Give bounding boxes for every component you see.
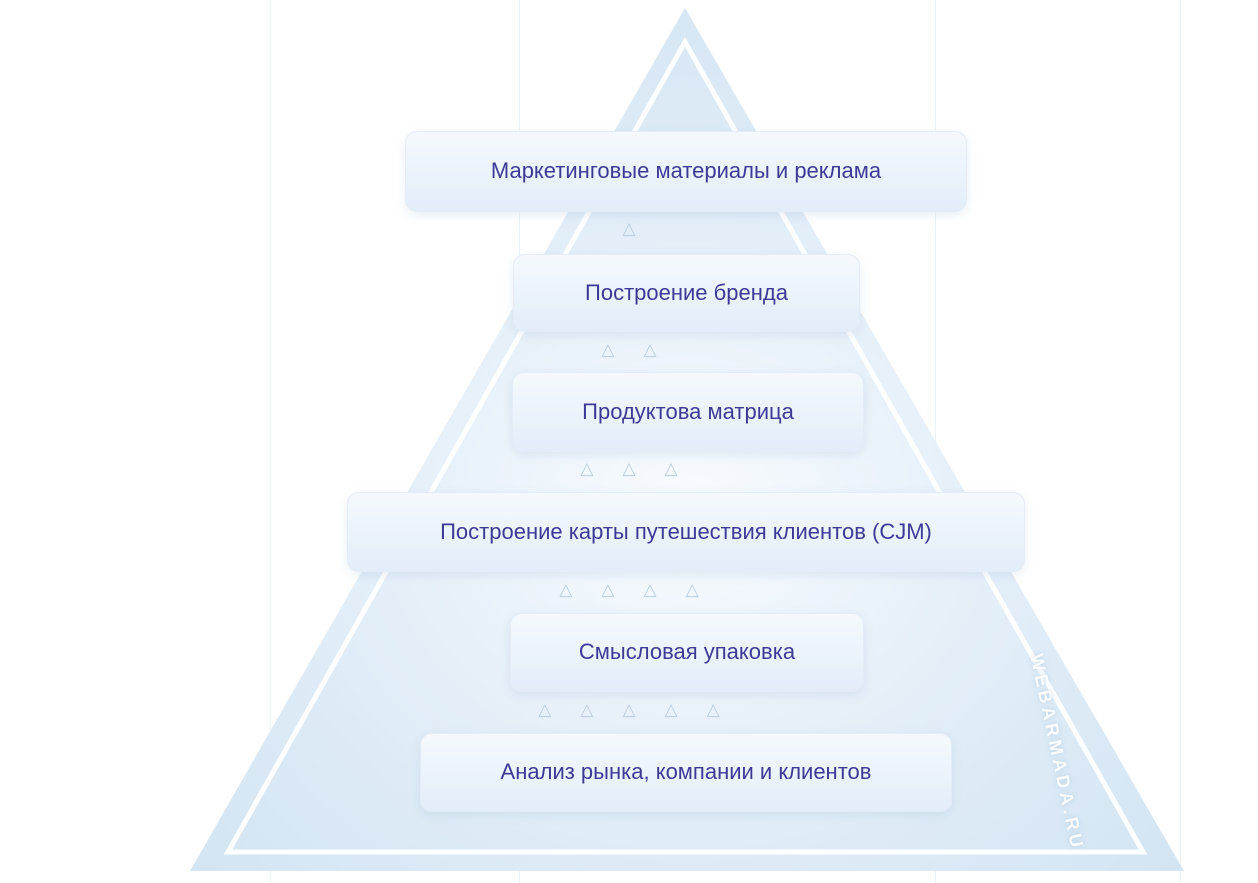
triangle-icon: △ [643, 579, 657, 599]
pyramid-level-4-label: Построение карты путешествия клиентов (C… [440, 518, 932, 544]
triangle-icon: △ [601, 579, 615, 599]
pyramid-level-3: Продуктова матрица [512, 372, 864, 452]
triangle-markers-row-4: △ △ △ △ [0, 577, 1258, 601]
triangle-icon: △ [580, 458, 594, 478]
triangle-markers-row-2: △△ [0, 337, 1258, 361]
triangle-icon: △ [664, 699, 678, 719]
pyramid-level-6: Анализ рынка, компании и клиентов [420, 733, 952, 812]
pyramid-level-4: Построение карты путешествия клиентов (C… [347, 492, 1025, 572]
triangle-icon: △ [559, 579, 573, 599]
triangle-icon: △ [622, 218, 636, 238]
pyramid-level-2-label: Построение бренда [585, 279, 788, 305]
triangle-icon: △ [685, 579, 699, 599]
triangle-icon: △ [538, 699, 552, 719]
triangle-icon: △ [643, 339, 657, 359]
pyramid-level-5-label: Смысловая упаковка [578, 639, 796, 665]
grid-line [270, 0, 271, 883]
triangle-icon: △ [622, 699, 636, 719]
triangle-icon: △ [601, 339, 615, 359]
triangle-icon: △ [622, 458, 636, 478]
pyramid-level-6-label: Анализ рынка, компании и клиентов [500, 759, 872, 785]
pyramid-inner-outline [223, 36, 1148, 855]
triangle-markers-row-1: △ [0, 216, 1258, 240]
triangle-markers-row-5: △ △ △ △ △ [0, 697, 1258, 721]
triangle-markers-row-3: △ △ △ [0, 456, 1258, 480]
pyramid-level-5: Смысловая упаковка [510, 613, 864, 692]
triangle-icon: △ [580, 699, 594, 719]
pyramid-level-2: Построение бренда [513, 254, 860, 332]
triangle-icon: △ [664, 458, 678, 478]
pyramid-level-1: Маркетинговые материалы и реклама [405, 131, 967, 212]
grid-line [1180, 0, 1181, 883]
pyramid-level-3-label: Продуктова матрица [582, 398, 794, 424]
pyramid-level-1-label: Маркетинговые материалы и реклама [490, 158, 882, 184]
triangle-icon: △ [706, 699, 720, 719]
